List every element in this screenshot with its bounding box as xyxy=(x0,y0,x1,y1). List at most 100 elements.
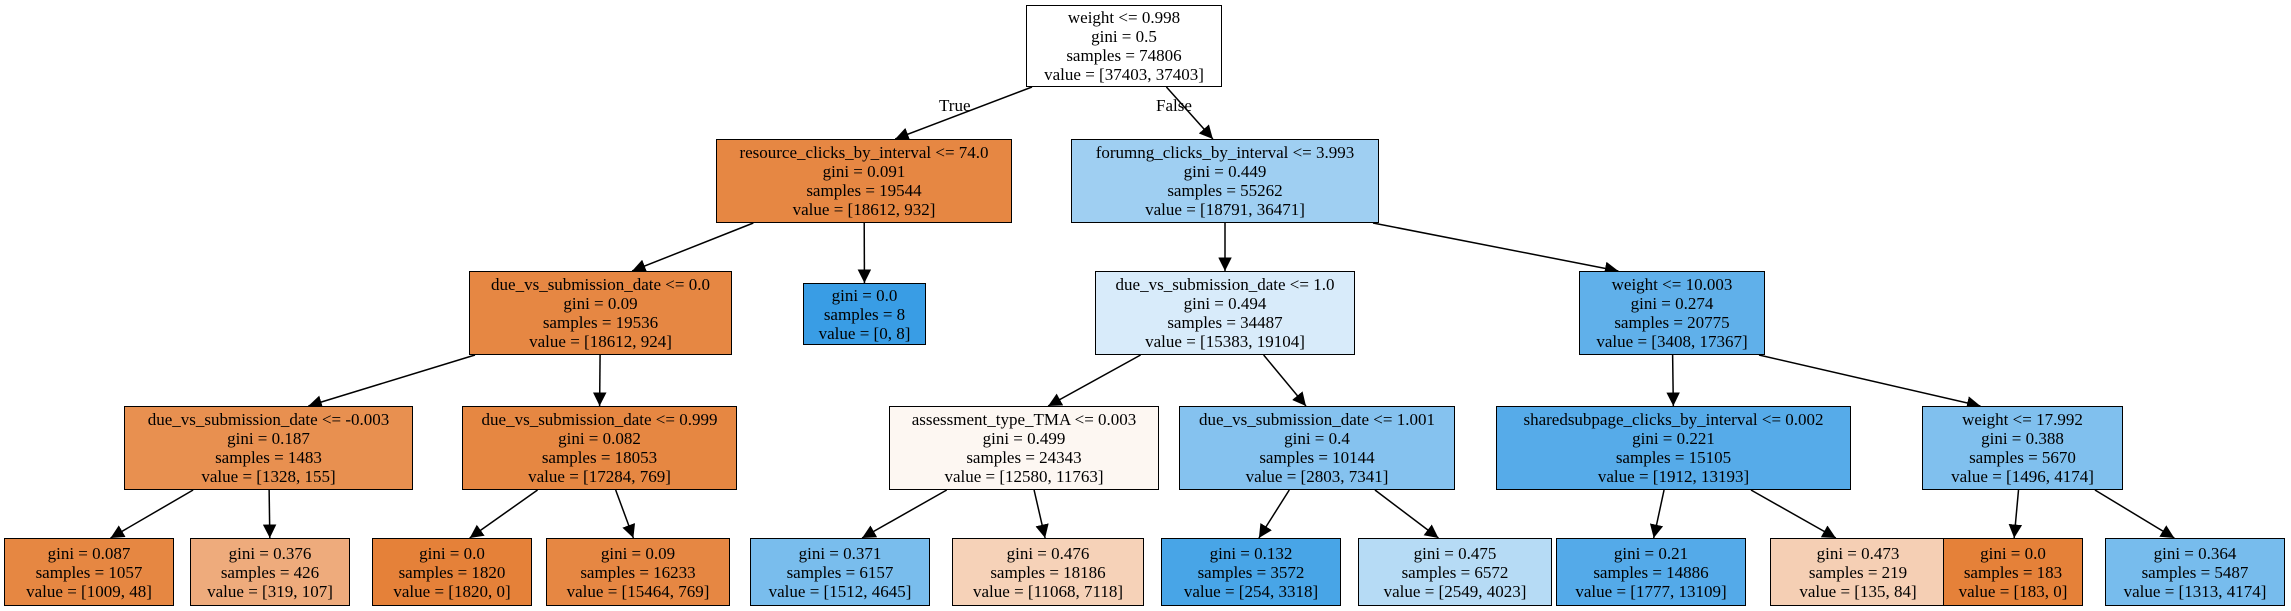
tree-edge xyxy=(1649,489,1665,539)
node-text-line: value = [254, 3318] xyxy=(1183,581,1319,601)
node-text-line: gini = 0.4 xyxy=(1284,429,1350,448)
node-text-line: gini = 0.274 xyxy=(1630,294,1714,313)
node-text-line: weight <= 0.998 xyxy=(1067,8,1181,27)
node-text-line: value = [3408, 17367] xyxy=(1596,332,1748,351)
node-text-line: gini = 0.187 xyxy=(227,429,310,448)
node-text-line: samples = 19544 xyxy=(806,181,922,200)
node-text-line: gini = 0.499 xyxy=(982,429,1066,448)
node-text-line: value = [0, 8] xyxy=(818,323,911,343)
node-text-line: due_vs_submission_date <= -0.003 xyxy=(147,410,390,429)
node-text-line: samples = 5487 xyxy=(2141,562,2249,582)
tree-edge xyxy=(262,489,277,539)
tree-edge xyxy=(1263,354,1307,407)
node-text-line: value = [2549, 4023] xyxy=(1383,581,1527,601)
node-text-line: samples = 1483 xyxy=(215,448,322,467)
node-text-line: forumng_clicks_by_interval <= 3.993 xyxy=(1095,143,1355,162)
node-text-line: value = [183, 0] xyxy=(1958,581,2068,601)
node-text-line: due_vs_submission_date <= 0.999 xyxy=(481,410,718,429)
node-text-line: gini = 0.0 xyxy=(1980,543,2046,563)
node-text-line: samples = 16233 xyxy=(580,562,696,582)
node-text-line: samples = 10144 xyxy=(1259,448,1375,467)
node-text-line: gini = 0.449 xyxy=(1183,162,1267,181)
tree-edge xyxy=(894,86,1033,141)
tree-edge xyxy=(614,489,636,539)
node-text-line: samples = 18186 xyxy=(990,562,1106,582)
node-text-line: value = [18612, 932] xyxy=(792,200,936,219)
node-text-line: samples = 14886 xyxy=(1593,562,1709,582)
node-text-line: gini = 0.0 xyxy=(419,543,485,563)
node-text-line: gini = 0.473 xyxy=(1816,543,1900,563)
node-text-line: value = [11068, 7118] xyxy=(973,581,1123,601)
node-text-line: value = [1777, 13109] xyxy=(1575,581,1727,601)
edge-label: True xyxy=(939,96,971,115)
node-text-line: samples = 5670 xyxy=(1969,448,2076,467)
tree-edge xyxy=(1374,489,1439,539)
node-text-line: assessment_type_TMA <= 0.003 xyxy=(911,410,1137,429)
node-text-line: samples = 1057 xyxy=(35,562,143,582)
node-text-line: value = [37403, 37403] xyxy=(1044,65,1204,84)
node-text-line: gini = 0.091 xyxy=(822,162,906,181)
node-text-line: samples = 19536 xyxy=(542,313,659,332)
tree-edge xyxy=(2008,489,2023,539)
node-text-line: samples = 18053 xyxy=(541,448,658,467)
node-text-line: value = [1009, 48] xyxy=(26,581,152,601)
tree-edge xyxy=(861,489,948,539)
tree-edge xyxy=(110,489,194,539)
node-text-line: value = [1313, 4174] xyxy=(2123,581,2267,601)
tree-edge xyxy=(1666,354,1680,407)
node-text-line: gini = 0.09 xyxy=(563,294,638,313)
node-text-line: samples = 74806 xyxy=(1066,46,1182,65)
node-text-line: value = [18612, 924] xyxy=(529,332,672,351)
node-text-line: samples = 183 xyxy=(1963,562,2063,582)
tree-edge xyxy=(1033,489,1049,539)
node-text-line: samples = 3572 xyxy=(1197,562,1305,582)
node-text-line: due_vs_submission_date <= 1.001 xyxy=(1199,410,1435,429)
node-text-line: value = [1328, 155] xyxy=(201,467,336,486)
node-text-line: weight <= 10.003 xyxy=(1611,275,1733,294)
tree-edge xyxy=(631,222,754,273)
tree-node: sharedsubpage_clicks_by_interval <= 0.00… xyxy=(1496,406,1851,490)
node-text-line: gini = 0.376 xyxy=(228,543,312,563)
node-text-line: samples = 219 xyxy=(1808,562,1908,582)
node-text-line: value = [319, 107] xyxy=(207,581,333,601)
tree-edge xyxy=(1165,86,1214,140)
node-text-line: value = [1496, 4174] xyxy=(1951,467,2094,486)
node-text-line: gini = 0.5 xyxy=(1091,27,1157,46)
node-text-line: samples = 15105 xyxy=(1615,448,1732,467)
node-text-line: value = [1512, 4645] xyxy=(768,581,912,601)
node-text-line: samples = 6157 xyxy=(786,562,894,582)
node-text-line: value = [135, 84] xyxy=(1799,581,1917,601)
node-text-line: samples = 6572 xyxy=(1401,562,1509,582)
node-text-line: samples = 20775 xyxy=(1614,313,1730,332)
tree-edge xyxy=(1758,354,1981,410)
node-text-line: value = [12580, 11763] xyxy=(944,467,1104,486)
node-text-line: value = [1820, 0] xyxy=(393,581,511,601)
node-text-line: gini = 0.132 xyxy=(1209,543,1293,563)
node-text-line: value = [15383, 19104] xyxy=(1145,332,1305,351)
node-text-line: weight <= 17.992 xyxy=(1962,410,2083,429)
node-text-line: gini = 0.388 xyxy=(1981,429,2064,448)
node-text-line: value = [15464, 769] xyxy=(566,581,710,601)
